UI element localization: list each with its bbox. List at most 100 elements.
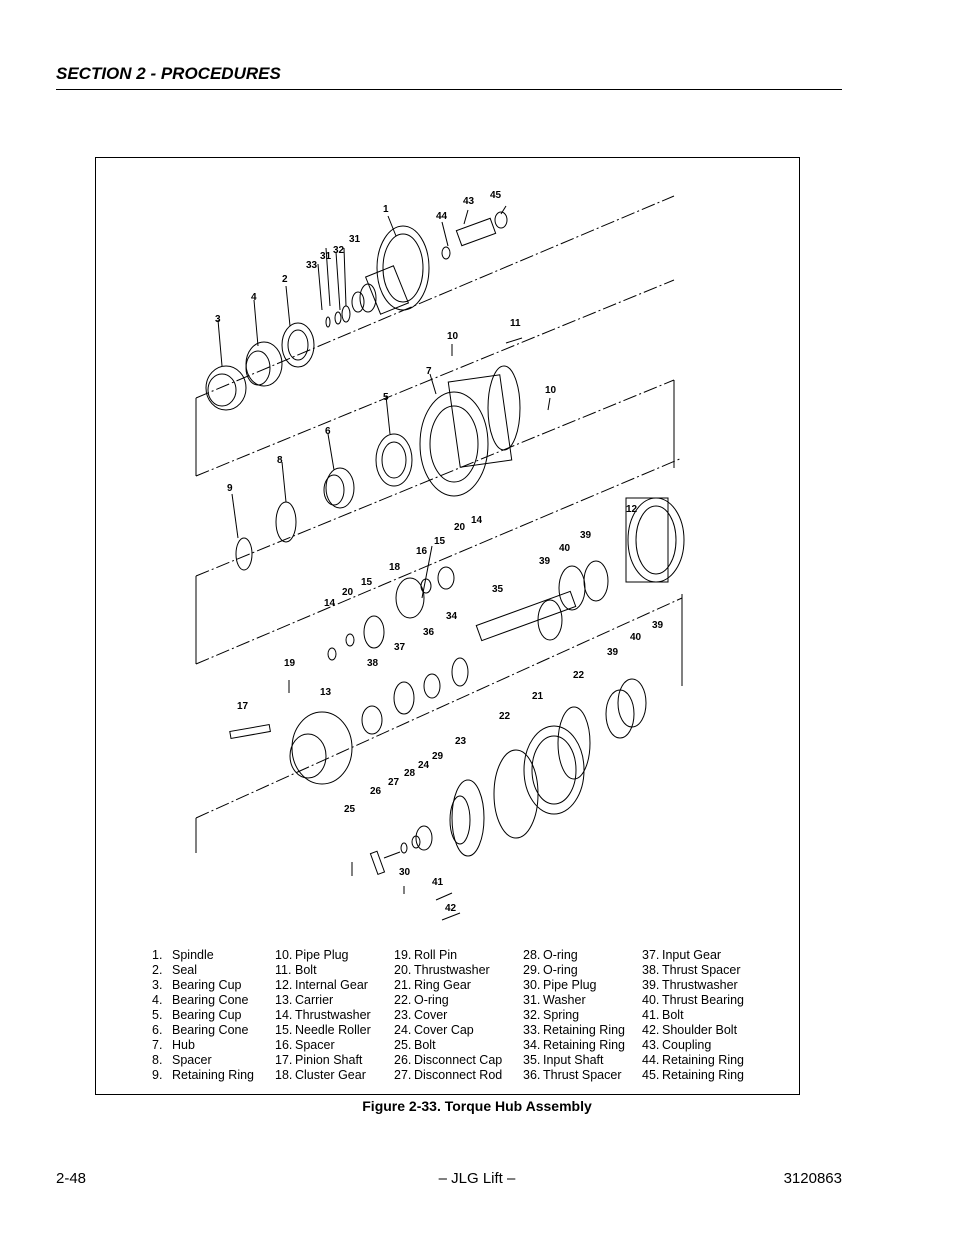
legend-item-number: 31.	[523, 993, 541, 1007]
legend-item-number: 11.	[275, 963, 292, 977]
legend-item-name: Input Shaft	[543, 1053, 604, 1067]
callout-34: 34	[446, 611, 458, 622]
callout-13: 13	[320, 687, 332, 698]
legend-item-number: 15.	[275, 1023, 293, 1037]
legend-item: 11.Bolt	[275, 963, 371, 978]
torque-hub-exploded-drawing: 1 44 43 45 33 31 32 31 2 4 3 10 11 7 10 …	[195, 190, 685, 921]
legend-item-number: 24.	[394, 1023, 412, 1037]
callout-40: 40	[559, 543, 571, 554]
legend-item-number: 44.	[642, 1053, 660, 1067]
legend-item-number: 30.	[523, 978, 541, 992]
callout-23: 23	[455, 736, 467, 747]
legend-item-number: 39.	[642, 978, 660, 992]
legend-item-number: 28.	[523, 948, 541, 962]
callout-39: 39	[607, 647, 619, 658]
legend-item: 4.Bearing Cone	[152, 993, 254, 1008]
legend-item-name: Pipe Plug	[295, 948, 349, 962]
callout-9: 9	[227, 483, 233, 494]
legend-item: 30.Pipe Plug	[523, 978, 625, 993]
legend-item: 22.O-ring	[394, 993, 502, 1008]
callout-27: 27	[388, 777, 400, 788]
legend-item-number: 1.	[152, 948, 163, 962]
legend-item-name: Thrust Spacer	[543, 1068, 622, 1082]
legend-item-name: Thrust Spacer	[662, 963, 741, 977]
callout-16: 16	[416, 546, 428, 557]
callout-30: 30	[399, 867, 411, 878]
legend-item-name: Thrustwasher	[295, 1008, 371, 1022]
legend-item-name: Coupling	[662, 1038, 712, 1052]
callout-2: 2	[282, 274, 288, 285]
legend-item-number: 6.	[152, 1023, 163, 1037]
legend-item-name: O-ring	[543, 963, 578, 977]
legend-item-name: Bolt	[295, 963, 317, 977]
legend-item-name: Spring	[543, 1008, 580, 1022]
callout-38: 38	[367, 658, 379, 669]
legend-item: 31.Washer	[523, 993, 625, 1008]
legend-item-name: Spacer	[172, 1053, 212, 1067]
legend-item-name: Carrier	[295, 993, 334, 1007]
legend-item-number: 9.	[152, 1068, 163, 1082]
callout-4: 4	[251, 292, 257, 303]
legend-item-number: 37.	[642, 948, 660, 962]
legend-item-number: 20.	[394, 963, 412, 977]
legend-item: 29.O-ring	[523, 963, 625, 978]
legend-item: 38.Thrust Spacer	[642, 963, 744, 978]
legend-item: 20.Thrustwasher	[394, 963, 502, 978]
legend-item-name: Bolt	[414, 1038, 436, 1052]
legend-item-name: Input Gear	[662, 948, 722, 962]
callout-40: 40	[630, 632, 642, 643]
legend-item-name: Thrust Bearing	[662, 993, 744, 1007]
callout-19: 19	[284, 658, 296, 669]
legend-item-number: 26.	[394, 1053, 412, 1067]
legend-item-name: Cover	[414, 1008, 448, 1022]
callout-3: 3	[215, 314, 221, 325]
legend-item-number: 16.	[275, 1038, 293, 1052]
callout-29: 29	[432, 751, 444, 762]
callout-35: 35	[492, 584, 504, 595]
legend-item: 45.Retaining Ring	[642, 1068, 744, 1083]
legend-item-name: Bearing Cone	[172, 1023, 249, 1037]
callout-20: 20	[454, 522, 466, 533]
callout-15: 15	[434, 536, 446, 547]
legend-item: 9.Retaining Ring	[152, 1068, 254, 1083]
legend-item: 23.Cover	[394, 1008, 502, 1023]
legend-item-number: 19.	[394, 948, 412, 962]
legend-item: 43.Coupling	[642, 1038, 744, 1053]
legend-item: 18.Cluster Gear	[275, 1068, 371, 1083]
callout-25: 25	[344, 804, 356, 815]
legend-item: 1. Spindle	[152, 948, 254, 963]
legend-item: 19.Roll Pin	[394, 948, 502, 963]
legend-item-name: Shoulder Bolt	[662, 1023, 738, 1037]
legend-item: 25.Bolt	[394, 1038, 502, 1053]
legend-item-name: Hub	[172, 1038, 195, 1052]
legend-item: 10.Pipe Plug	[275, 948, 371, 963]
legend-item-name: Thrustwasher	[414, 963, 490, 977]
legend-item-number: 27.	[394, 1068, 412, 1082]
legend-item: 35.Input Shaft	[523, 1053, 625, 1068]
legend-item-number: 2.	[152, 963, 163, 977]
legend-item-number: 10.	[275, 948, 293, 962]
legend-item: 17.Pinion Shaft	[275, 1053, 371, 1068]
legend-item-number: 17.	[275, 1053, 293, 1067]
legend-item: 5.Bearing Cup	[152, 1008, 254, 1023]
legend-item: 32.Spring	[523, 1008, 625, 1023]
legend-item-number: 36.	[523, 1068, 541, 1082]
legend-item-number: 18.	[275, 1068, 293, 1082]
callout-5: 5	[383, 392, 389, 403]
callout-42: 42	[445, 903, 457, 914]
legend-item-number: 45.	[642, 1068, 660, 1082]
legend-item-name: Spindle	[172, 948, 214, 962]
legend-item-name: Disconnect Cap	[414, 1053, 503, 1067]
callout-12: 12	[626, 504, 638, 515]
legend-item-number: 3.	[152, 978, 163, 992]
legend-item-number: 14.	[275, 1008, 293, 1022]
legend-item-name: Retaining Ring	[662, 1068, 744, 1082]
callout-7: 7	[426, 366, 432, 377]
document-number: 3120863	[783, 1170, 842, 1187]
legend-item-name: Disconnect Rod	[414, 1068, 503, 1082]
callout-14: 14	[324, 598, 336, 609]
callout-33: 33	[306, 260, 318, 271]
callout-32: 32	[333, 245, 345, 256]
callout-8: 8	[277, 455, 283, 466]
